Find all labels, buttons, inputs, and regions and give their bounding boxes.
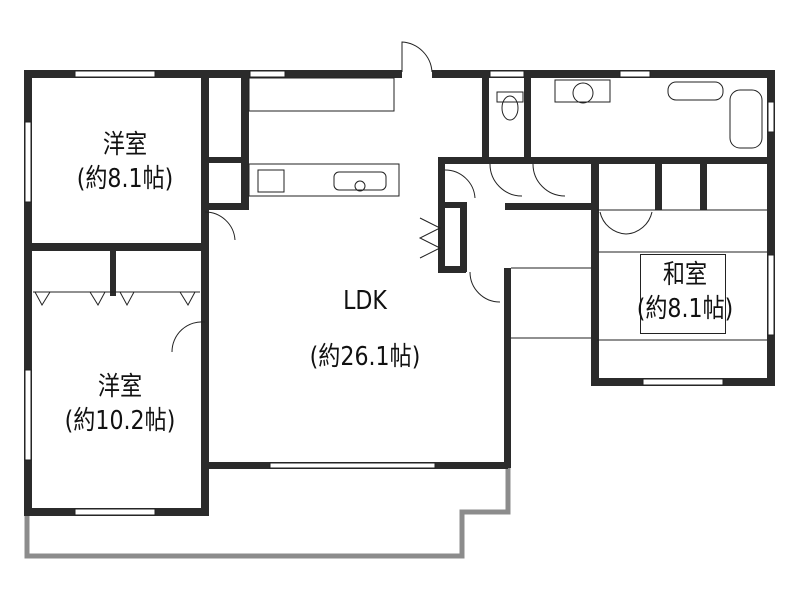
room-name: 和室 (662, 260, 708, 290)
room-size: (約10.2帖) (64, 406, 176, 436)
room-japanese: 和室 (約8.1帖) (626, 258, 745, 326)
room-size: (約8.1帖) (76, 164, 174, 194)
fixtures (33, 41, 767, 353)
room-ldk: LDK (約26.1帖) (297, 283, 433, 375)
room-western-1: 洋室 (約8.1帖) (66, 128, 185, 196)
room-name: 洋室 (102, 130, 148, 160)
balcony-outline (24, 466, 511, 559)
windows (24, 70, 775, 516)
room-western-2: 洋室 (約10.2帖) (56, 370, 184, 438)
japanese-room-label-box (640, 254, 726, 334)
room-size: (約8.1帖) (636, 294, 734, 324)
room-size: (約26.1帖) (309, 342, 421, 372)
room-name: LDK (343, 286, 387, 316)
room-name: 洋室 (97, 372, 143, 402)
